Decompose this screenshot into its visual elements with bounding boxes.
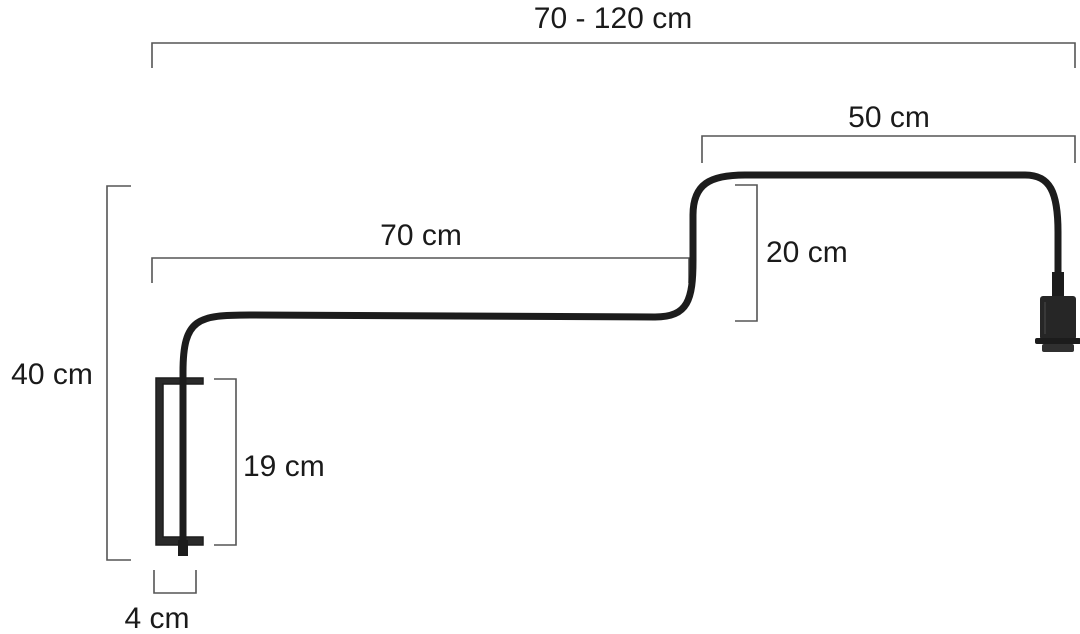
inner-arm-label: 70 cm [380, 219, 462, 252]
total-height-label: 40 cm [11, 358, 93, 391]
total-reach-dimension: 70 - 120 cm [151, 2, 1076, 68]
pivot-stub [178, 540, 188, 556]
bracket-height-label: 19 cm [243, 450, 325, 483]
bracket-width-dimension: 4 cm [124, 570, 197, 634]
swing-arm [179, 171, 1062, 556]
offset-height-label: 20 cm [766, 236, 848, 269]
bracket-height-dimension: 19 cm [214, 378, 325, 546]
outer-arm-dimension: 50 cm [701, 101, 1076, 163]
bracket-width-label: 4 cm [124, 602, 189, 634]
wall-lamp [155, 171, 1080, 556]
outer-arm-label: 50 cm [848, 101, 930, 134]
total-reach-label: 70 - 120 cm [534, 2, 692, 35]
lamp-socket [1035, 272, 1080, 352]
inner-arm-dimension: 70 cm [151, 219, 690, 283]
wall-bracket [155, 377, 204, 546]
offset-height-dimension: 20 cm [735, 184, 848, 322]
total-height-dimension: 40 cm [11, 185, 131, 561]
